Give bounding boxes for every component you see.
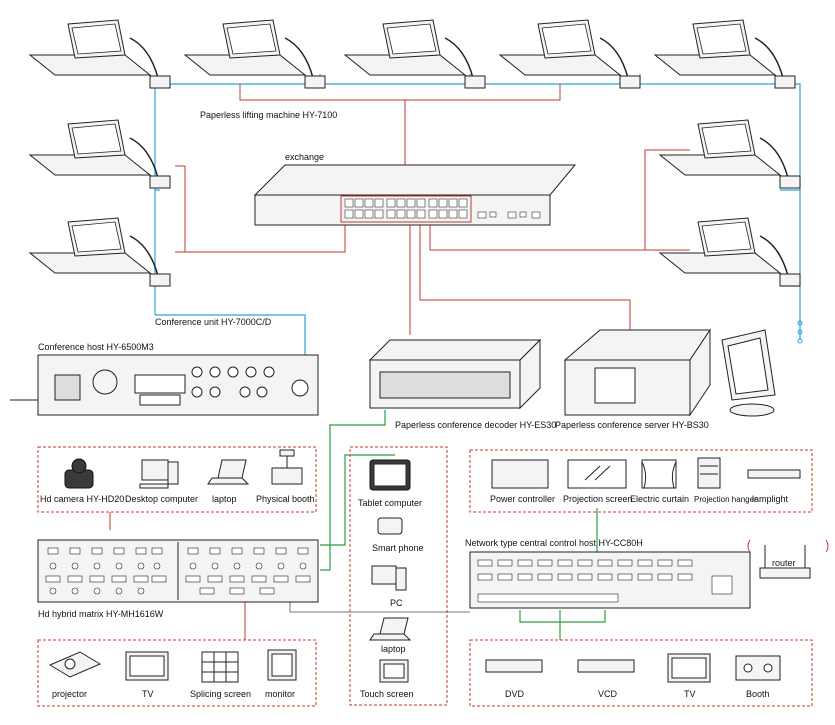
controlled-devices-box (469, 449, 813, 513)
monitor-label: monitor (265, 689, 295, 699)
tablet-label: Tablet computer (358, 498, 422, 508)
control-lines (289, 410, 710, 640)
laptop2-label: laptop (381, 644, 406, 654)
conference-host-label: Conference host HY-6500M3 (38, 342, 154, 352)
desktop-computer-label: Desktop computer (125, 494, 198, 504)
lifting-unit-1 (28, 19, 171, 89)
conference-host-device (10, 354, 319, 416)
hybrid-matrix-device (37, 539, 319, 603)
conference-unit-label: Conference unit HY-7000C/D (155, 317, 272, 327)
router-icon (747, 539, 829, 579)
booth-icon (735, 655, 781, 681)
projection-hanger-label: Projection hanger (694, 495, 757, 504)
desktop-computer-icon (139, 459, 179, 489)
tv2-label: TV (684, 689, 696, 699)
input-devices-box (37, 446, 317, 513)
physical-booth-icon (271, 449, 303, 485)
decoder-label: Paperless conference decoder HY-ES30 (395, 420, 556, 430)
network-switch (253, 164, 577, 226)
tv-icon (125, 651, 169, 681)
projection-screen-icon (567, 459, 627, 489)
lifting-unit-5 (653, 19, 796, 89)
dvd-icon (485, 659, 543, 673)
tablet-icon (369, 459, 411, 491)
physical-booth-label: Physical booth (256, 494, 315, 504)
laptop-label: laptop (212, 494, 237, 504)
lifting-unit-3 (343, 19, 486, 89)
monitor-icon (267, 649, 297, 681)
central-control-device (469, 551, 751, 609)
power-controller-icon (491, 459, 549, 489)
touch-screen-label: Touch screen (360, 689, 414, 699)
dvd-label: DVD (505, 689, 525, 699)
projection-hanger-icon (697, 457, 721, 489)
electric-curtain-label: Electric curtain (630, 494, 689, 504)
smart-phone-icon (377, 517, 403, 535)
matrix-label: Hd hybrid matrix HY-MH1616W (38, 609, 164, 619)
projector-label: projector (52, 689, 87, 699)
lifting-unit-9 (658, 217, 801, 287)
lifting-machine-units (28, 19, 801, 287)
lifting-unit-8 (658, 119, 801, 189)
output-devices-box (37, 639, 317, 707)
pc-icon (371, 565, 407, 591)
server-label: Paperless conference server HY-BS30 (555, 420, 709, 430)
laptop2-icon (369, 617, 412, 641)
vcd-icon (577, 659, 635, 673)
lifting-unit-4 (498, 19, 641, 89)
central-control-label: Network type central control host HY-CC8… (465, 538, 643, 548)
lifting-unit-7 (28, 217, 171, 287)
booth-label: Booth (746, 689, 770, 699)
projector-icon (48, 651, 102, 678)
decoder-device (368, 338, 542, 410)
lifting-machine-label: Paperless lifting machine HY-7100 (200, 110, 337, 120)
hd-camera-label: Hd camera HY-HD20 (40, 494, 124, 504)
hd-camera-icon (64, 458, 94, 489)
mobile-devices-box (349, 446, 448, 706)
lifting-unit-2 (183, 19, 326, 89)
smart-phone-label: Smart phone (372, 543, 424, 553)
vcd-label: VCD (598, 689, 618, 699)
pc-label: PC (390, 598, 403, 608)
lifting-unit-6 (28, 119, 171, 189)
tv-label: TV (142, 689, 154, 699)
tv2-icon (667, 653, 711, 683)
touch-screen-icon (379, 659, 409, 683)
lamplight-icon (747, 469, 801, 479)
server-device (563, 328, 776, 417)
splicing-screen-label: Splicing screen (190, 689, 251, 699)
exchange-label: exchange (285, 152, 324, 162)
projection-screen-label: Projection screen (563, 494, 633, 504)
av-sources-box (469, 639, 813, 707)
electric-curtain-icon (641, 459, 677, 489)
router-label: router (772, 558, 796, 568)
lamplight-label: lamplight (752, 494, 789, 504)
laptop-icon (207, 459, 250, 485)
power-controller-label: Power controller (490, 494, 555, 504)
splicing-screen-icon (201, 651, 239, 683)
